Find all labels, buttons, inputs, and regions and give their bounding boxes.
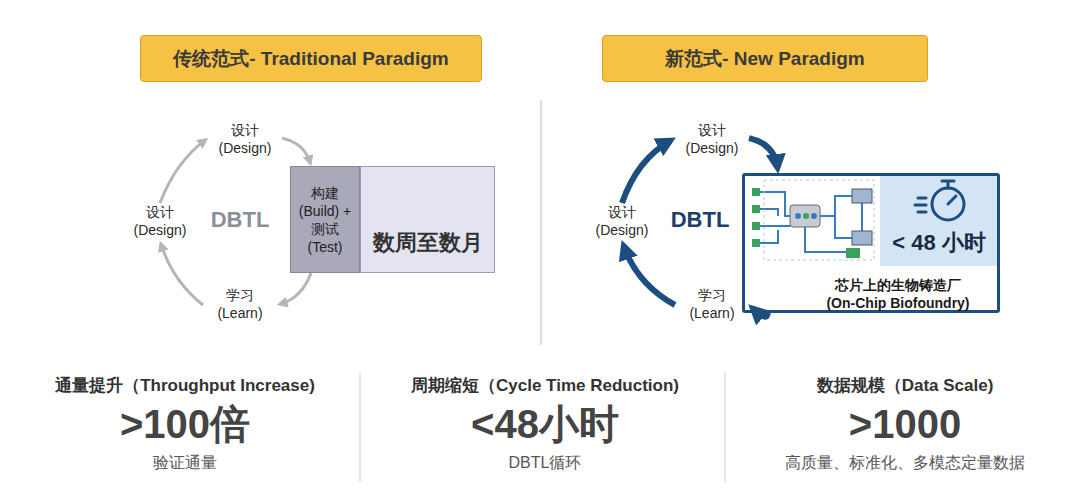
stage-label: 设计 (Design) bbox=[208, 121, 282, 159]
metric-value: >1000 bbox=[849, 402, 961, 447]
stage-label: 设计 (Design) bbox=[123, 203, 197, 241]
box-text: 设计 (Design) bbox=[675, 121, 749, 157]
metric-value: >100倍 bbox=[120, 397, 250, 452]
box-text: 设计 (Design) bbox=[585, 203, 659, 239]
stage-label: 学习 (Learn) bbox=[203, 286, 277, 324]
divider bbox=[540, 100, 542, 345]
box-text: 学习 (Learn) bbox=[675, 286, 749, 322]
box-text: 学习 (Learn) bbox=[203, 286, 277, 322]
cycle-arrow bbox=[622, 141, 671, 203]
stage-label: 学习 (Learn) bbox=[675, 286, 749, 324]
metric-note: 验证通量 bbox=[153, 453, 217, 474]
cycle-arrow bbox=[280, 273, 311, 304]
chip-box: < 48 小时芯片上的生物铸造厂 (On-Chip Biofoundry) bbox=[742, 173, 1000, 313]
box-text: 设计 (Design) bbox=[208, 121, 282, 157]
time-ground bbox=[880, 175, 998, 266]
box-text: 数周至数月 bbox=[361, 228, 494, 258]
box-caption: 芯片上的生物铸造厂 (On-Chip Biofoundry) bbox=[823, 276, 973, 312]
paradigm-header: 新范式- New Paradigm bbox=[602, 35, 928, 82]
cycle-arrow bbox=[749, 138, 778, 168]
metric-title: 通量提升（Throughput Increase) bbox=[55, 374, 315, 397]
box-text: 构建 (Build) + 测试 (Test) bbox=[297, 184, 353, 256]
box-text: 新范式- New Paradigm bbox=[665, 46, 865, 72]
box-text: 传统范式- Traditional Paradigm bbox=[173, 46, 449, 72]
box-text: 设计 (Design) bbox=[123, 203, 197, 239]
build-test-box: 构建 (Build) + 测试 (Test) bbox=[290, 166, 360, 273]
stage-label: 设计 (Design) bbox=[585, 203, 659, 241]
divider bbox=[360, 372, 361, 482]
cycle-arrow bbox=[160, 140, 206, 203]
metric-value: <48小时 bbox=[471, 397, 619, 452]
stopwatch-icon bbox=[915, 181, 964, 220]
cycle-name: DBTL bbox=[211, 207, 270, 233]
paradigm-header: 传统范式- Traditional Paradigm bbox=[140, 35, 482, 82]
metric-note: 高质量、标准化、多模态定量数据 bbox=[785, 453, 1025, 474]
cycle-arrow bbox=[161, 244, 203, 305]
box-text: < 48 小时 bbox=[881, 228, 997, 258]
cycle-name: DBTL bbox=[671, 207, 730, 233]
duration-box: 数周至数月 bbox=[360, 166, 495, 273]
divider bbox=[725, 372, 726, 482]
chip-ground bbox=[744, 175, 998, 266]
metric-note: DBTL循环 bbox=[509, 453, 582, 474]
chip-illustration bbox=[752, 180, 874, 260]
metric-title: 数据规模（Data Scale) bbox=[817, 374, 994, 397]
cycle-arrow bbox=[624, 246, 675, 305]
stage-label: 设计 (Design) bbox=[675, 121, 749, 159]
metric-title: 周期缩短（Cycle Time Reduction) bbox=[411, 374, 679, 397]
cycle-arrow bbox=[282, 138, 310, 163]
